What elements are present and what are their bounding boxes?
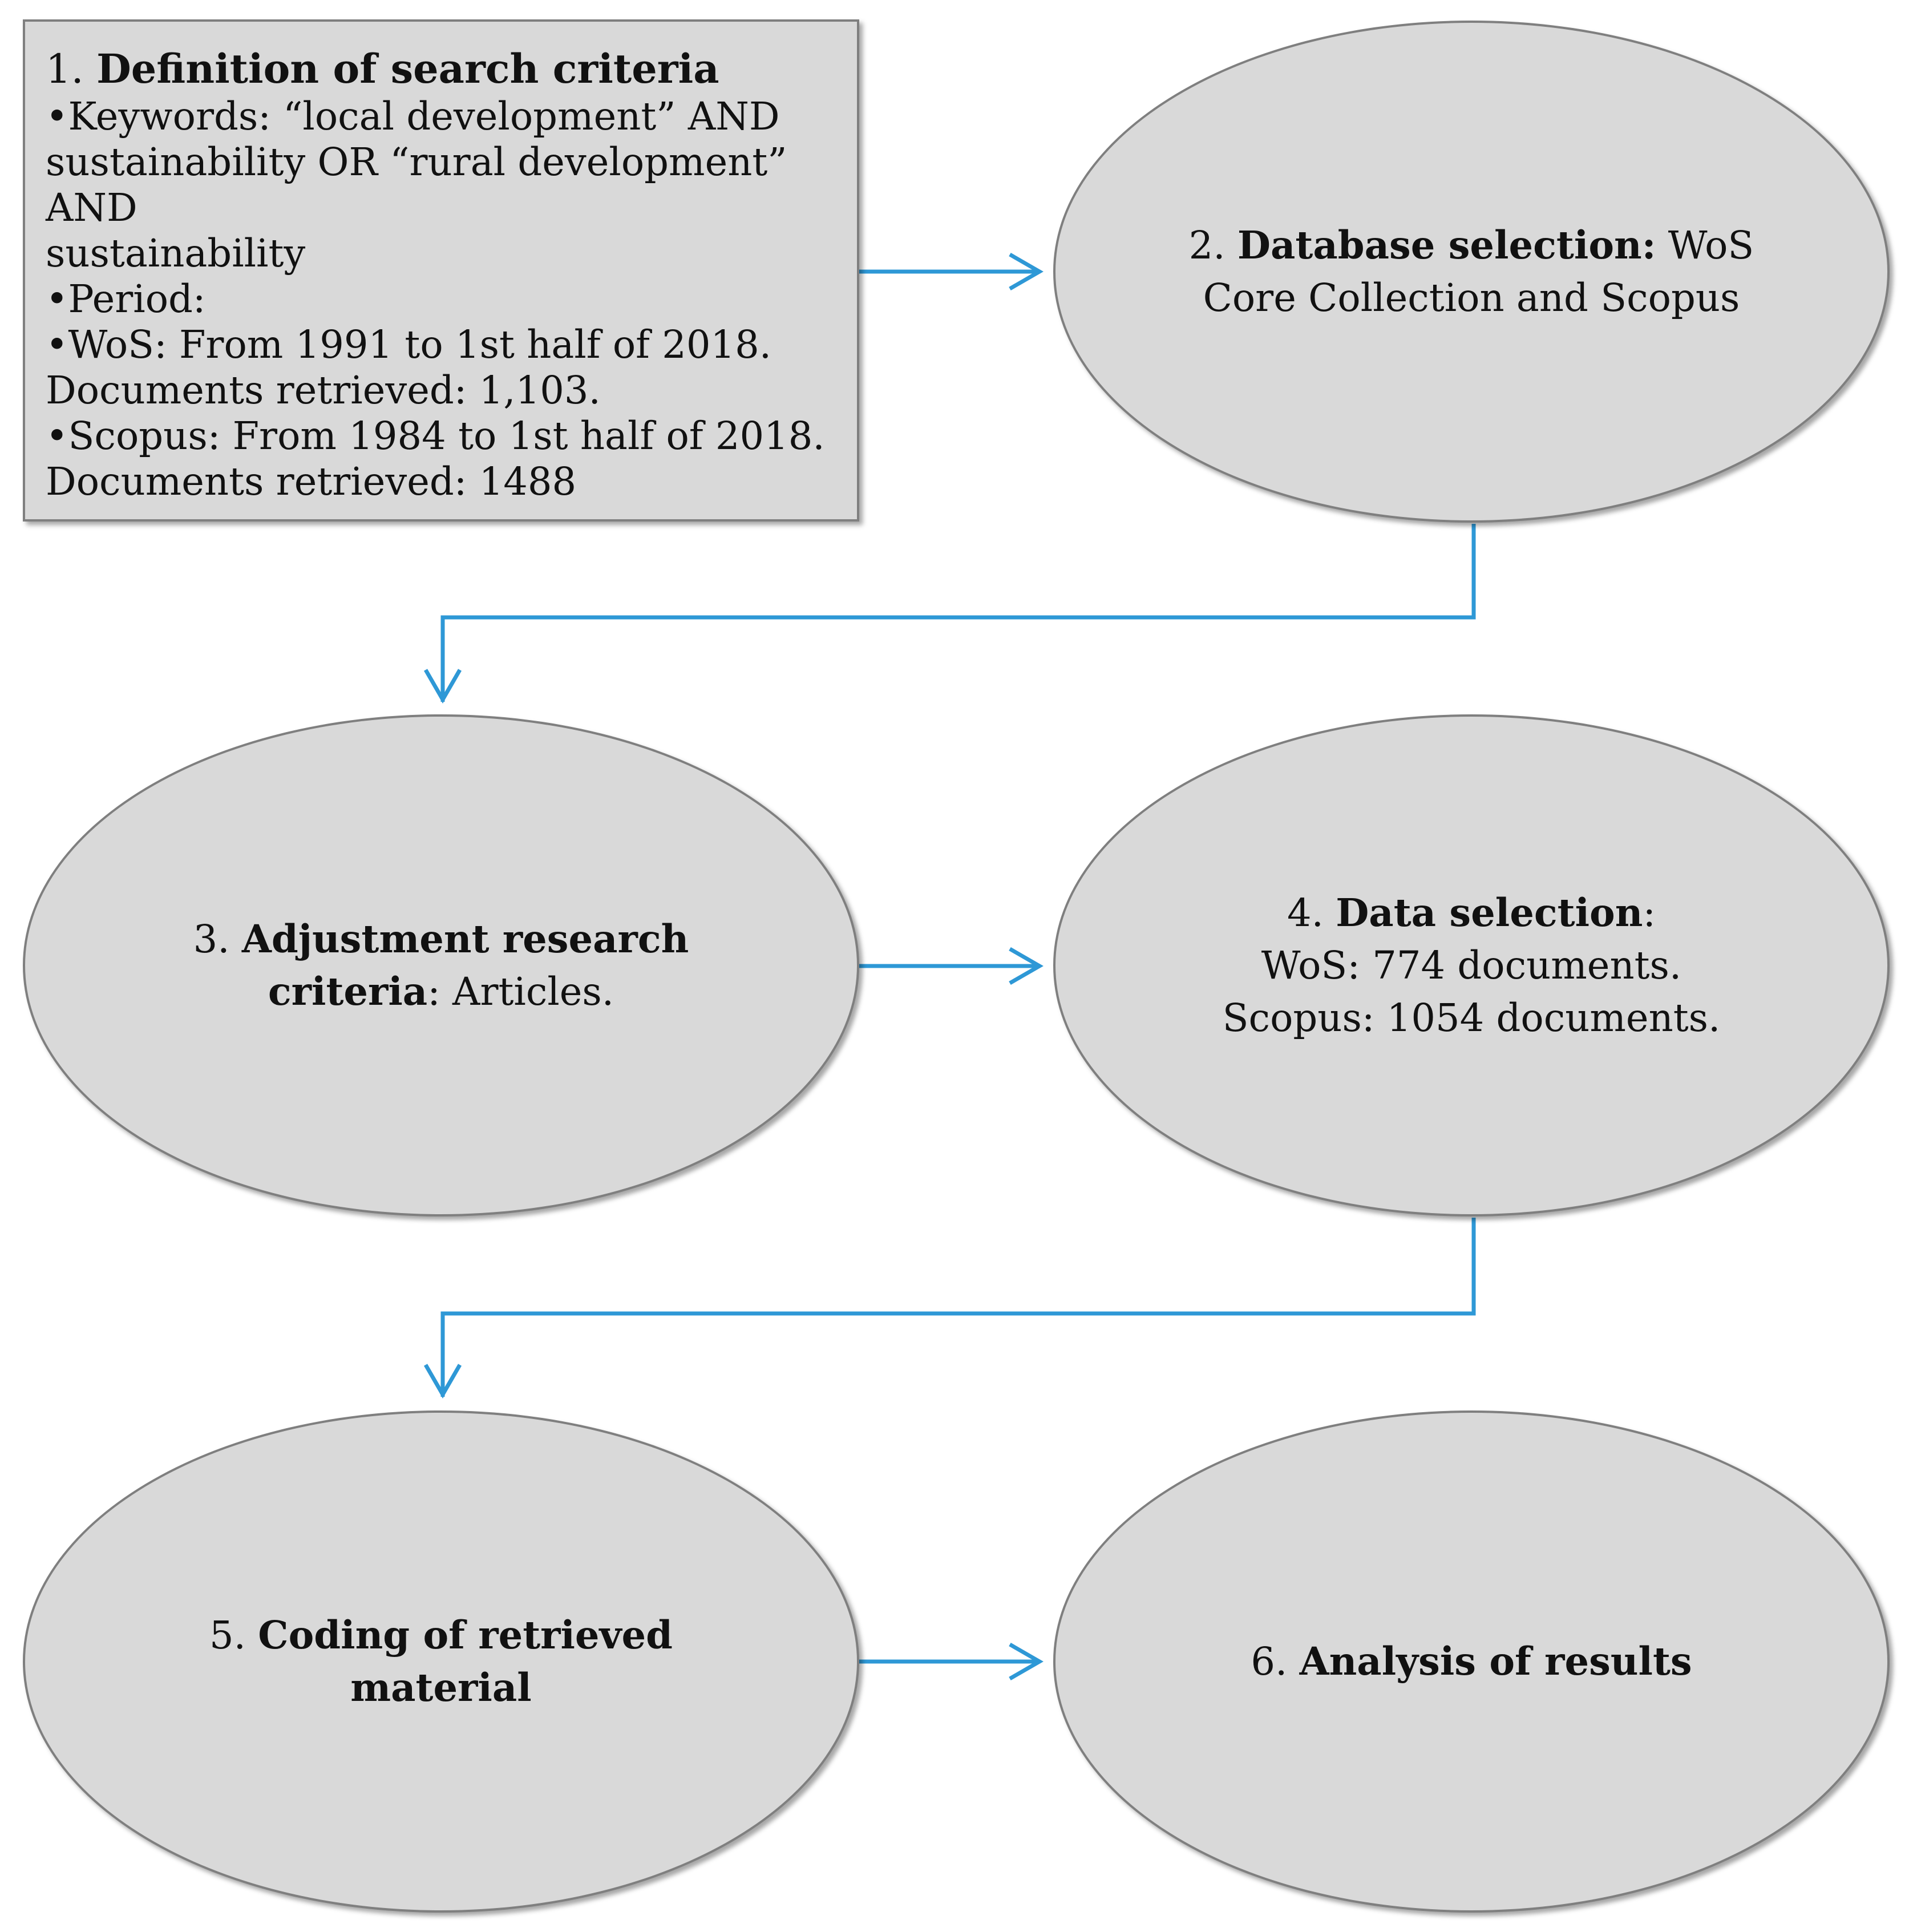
step-3-ellipse: 3. Adjustment research criteria: Article…	[23, 714, 859, 1216]
arrow-2-to-3	[440, 524, 1476, 702]
step-4-line: Scopus: 1054 documents.	[1222, 996, 1721, 1040]
arrow-4-to-5	[440, 1218, 1476, 1397]
step-1-line: •WoS: From 1991 to 1st half of 2018.	[46, 322, 772, 367]
arrowhead-4-to-5	[423, 1364, 462, 1399]
step-3-text: 3. Adjustment research criteria: Article…	[128, 913, 754, 1018]
step-2-number: 2.	[1188, 223, 1226, 268]
step-6-title: Analysis of results	[1299, 1639, 1692, 1684]
step-5-ellipse: 5. Coding of retrieved material	[23, 1410, 859, 1913]
step-2-text: 2. Database selection: WoS Core Collecti…	[1158, 219, 1785, 324]
step-4-text: 4. Data selection: WoS: 774 documents. S…	[1223, 887, 1721, 1044]
step-5-title: Coding of retrieved material	[258, 1612, 673, 1710]
step-4-line: WoS: 774 documents.	[1261, 943, 1682, 988]
step-1-heading: 1. Definition of search criteria	[46, 45, 836, 94]
step-4-heading: 4. Data selection:	[1223, 887, 1721, 939]
step-1-line: Documents retrieved: 1,103.	[46, 368, 601, 413]
step-4-title: Data selection	[1336, 890, 1643, 935]
step-1-line: Documents retrieved: 1488	[46, 459, 577, 504]
step-1-details: •Keywords: “local development” AND susta…	[46, 94, 836, 504]
step-2-title: Database selection:	[1237, 223, 1656, 268]
arrowhead-1-to-2	[1009, 252, 1044, 291]
step-4-number: 4.	[1287, 891, 1324, 935]
arrowhead-5-to-6	[1009, 1642, 1044, 1681]
arrowhead-3-to-4	[1009, 947, 1044, 985]
step-1-line: sustainability	[46, 231, 306, 276]
step-1-title: Definition of search criteria	[96, 45, 719, 92]
step-6-number: 6.	[1251, 1639, 1288, 1684]
step-6-text: 6. Analysis of results	[1251, 1635, 1692, 1688]
step-1-line: •Scopus: From 1984 to 1st half of 2018.	[46, 414, 825, 458]
step-3-number: 3.	[193, 917, 230, 961]
step-2-rest: WoS Core Collection and Scopus	[1203, 223, 1754, 320]
step-1-line: sustainability OR “rural development” AN…	[46, 140, 787, 230]
step-1-box: 1. Definition of search criteria •Keywor…	[23, 19, 859, 522]
step-1-line: •Keywords: “local development” AND	[46, 94, 780, 139]
step-5-number: 5.	[209, 1613, 246, 1658]
step-3-rest: : Articles.	[427, 969, 614, 1014]
step-6-ellipse: 6. Analysis of results	[1053, 1410, 1890, 1913]
step-1-number: 1.	[46, 46, 84, 92]
step-3-title: Adjustment research criteria	[241, 916, 689, 1014]
step-4-rest: :	[1643, 891, 1656, 935]
step-1-line: •Period:	[46, 277, 206, 321]
step-4-ellipse: 4. Data selection: WoS: 774 documents. S…	[1053, 714, 1890, 1216]
arrowhead-2-to-3	[423, 669, 462, 704]
step-2-ellipse: 2. Database selection: WoS Core Collecti…	[1053, 21, 1890, 523]
step-5-text: 5. Coding of retrieved material	[128, 1609, 754, 1714]
